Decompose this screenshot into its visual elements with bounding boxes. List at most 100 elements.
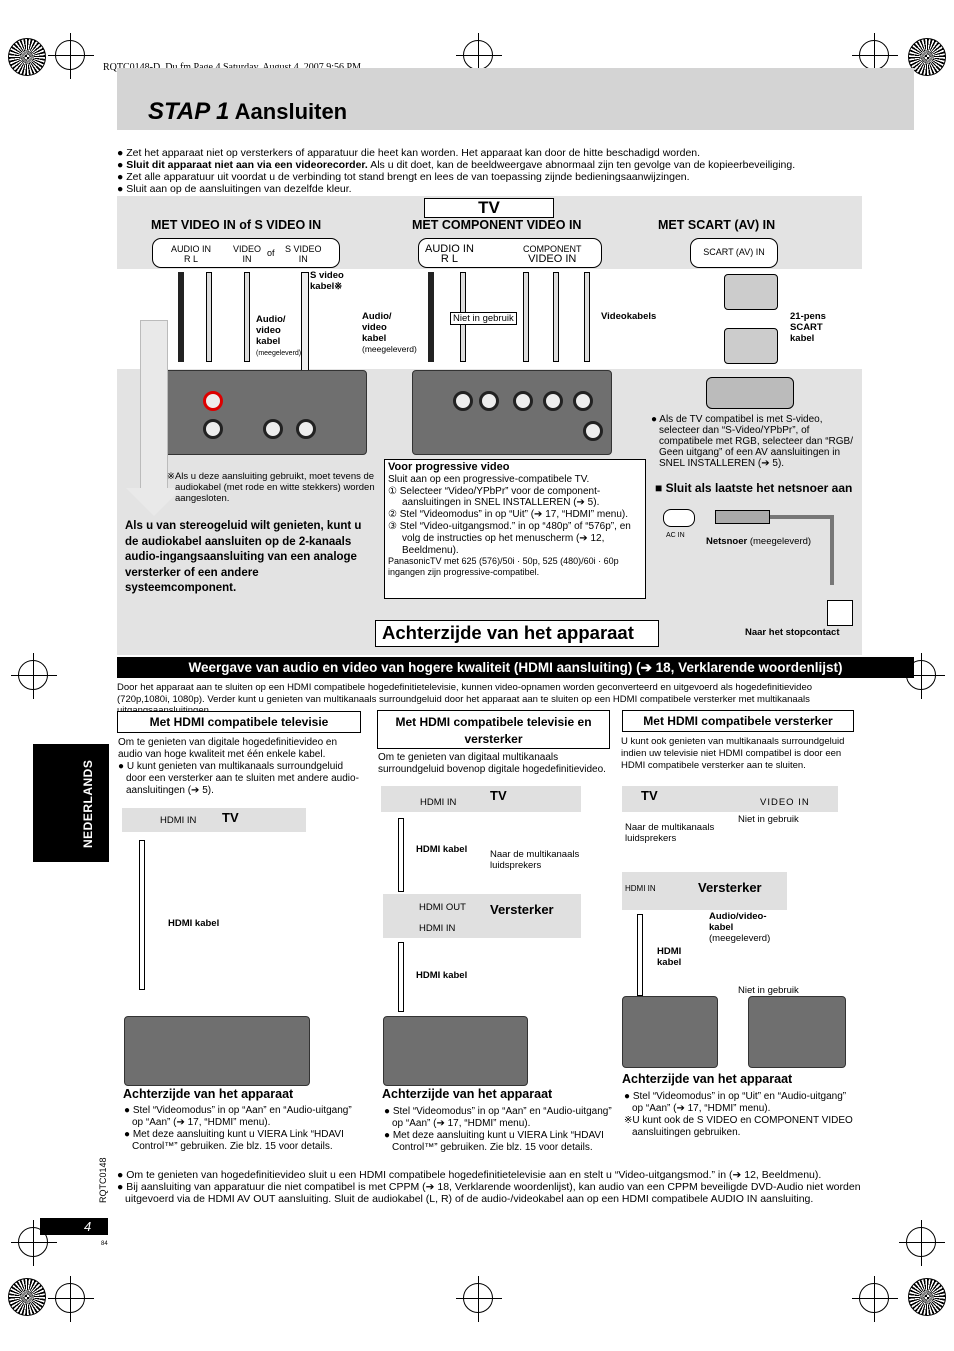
section-component-in: MET COMPONENT VIDEO IN (412, 218, 582, 232)
col1-hdmi-in: HDMI IN (160, 815, 197, 826)
col3-av-kabel: Audio/video-kabel(meegeleverd) (709, 911, 771, 944)
label-av-kabel-2: Audio/ video kabel(meegeleverd) (362, 311, 417, 354)
footer-notes: ● Om te genieten van hogedefinitievideo … (117, 1169, 861, 1205)
col3-rear-1 (622, 996, 718, 1068)
hdmi-col2-body: Om te genieten van digitaal multikanaals… (378, 752, 606, 775)
scart-socket (706, 377, 794, 409)
section-video-in: MET VIDEO IN of S VIDEO IN (151, 218, 322, 232)
scart-plug-top (724, 274, 778, 310)
crosshair-br (899, 1220, 945, 1266)
col3-hdmi-cable (637, 914, 643, 996)
label-niet-in-gebruik: Niet in gebruik (450, 312, 517, 325)
power-cord (770, 515, 830, 519)
label-ac-in: AC IN (666, 532, 685, 539)
col2-tv (381, 786, 581, 812)
col1-tv (122, 808, 306, 832)
power-cord-down (830, 515, 834, 585)
col1-notes: ● Stel “Videomodus” in op “Aan” en “Audi… (124, 1105, 352, 1152)
registration-burst-tr (908, 38, 946, 76)
col2-hdmi-cable-1 (398, 818, 404, 892)
crosshair-bc (456, 1276, 502, 1322)
col3-niet-2: Niet in gebruik (738, 985, 799, 996)
cable-c1 (428, 272, 434, 362)
label-netsnoer: Netsnoer (meegeleverd) (706, 536, 812, 547)
col2-notes: ● Stel “Videomodus” in op “Aan” en “Audi… (384, 1106, 612, 1153)
arrow-down-tip (126, 488, 182, 516)
hdmi-col2-head: Met HDMI compatibele televisie en verste… (377, 710, 610, 749)
power-plug (715, 510, 770, 524)
col2-rear (383, 1016, 528, 1086)
col3-rear-2 (748, 996, 846, 1068)
intro-list: ● Zet het apparaat niet op versterkers o… (117, 147, 796, 195)
label-stopcontact: Naar het stopcontact (745, 627, 840, 638)
registration-burst-tl (8, 38, 46, 76)
label-videokabels: Videokabels (601, 311, 657, 322)
section-scart-in: MET SCART (AV) IN (658, 218, 776, 232)
col1-hdmi-cable (139, 840, 145, 990)
progressive-box: Voor progressive video Sluit aan op een … (384, 459, 646, 599)
col3-hdmi-in: HDMI IN (625, 884, 656, 893)
small-number: 84 (101, 1241, 108, 1247)
page-number: 4 (40, 1218, 108, 1235)
hdmi-col1-body: Om te genieten van digitale hogedefiniti… (118, 737, 359, 796)
col2-hdmi-kabel-2: HDMI kabel (416, 970, 468, 981)
col2-hdmi-in2: HDMI IN (419, 923, 456, 934)
col3-rear-title: Achterzijde van het apparaat (622, 1072, 793, 1086)
col2-hdmi-cable-2 (398, 942, 404, 1012)
cable-1 (178, 272, 184, 362)
col1-hdmi-kabel: HDMI kabel (168, 918, 220, 929)
scart-note: ● Als de TV compatibel is met S-video, s… (651, 414, 853, 469)
hdmi-col1-head: Met HDMI compatibele televisie (117, 711, 361, 733)
cable-c5 (584, 272, 590, 362)
arrow-down-shaft (140, 320, 168, 490)
registration-burst-br (908, 1278, 946, 1316)
col1-tv-label: TV (222, 810, 239, 825)
cable-c4 (553, 272, 559, 362)
crosshair-tl (48, 33, 94, 79)
label-s-video-kabel: S video kabel※ (310, 270, 344, 292)
title-band (117, 68, 914, 130)
doc-code: RQTC0148 (98, 1157, 108, 1203)
s-video-note: ※Als u deze aansluiting gebruikt, moet t… (167, 471, 375, 504)
rear-title: Achterzijde van het apparaat (375, 620, 659, 647)
col2-multi: Naar de multikanaals luidsprekers (490, 849, 580, 871)
side-tab: NEDERLANDS (33, 744, 109, 862)
hdmi-col3-body: U kunt ook genieten van multikanaals sur… (621, 736, 845, 771)
col3-multi: Naar de multikanaals luidsprekers (625, 822, 715, 844)
hdmi-intro: Door het apparaat aan te sluiten op een … (117, 682, 813, 716)
label-av-kabel-1: Audio/ video kabel(meegeleverd) (256, 314, 302, 357)
wall-socket (827, 600, 853, 626)
crosshair-ml (11, 653, 57, 699)
registration-burst-bl (8, 1278, 46, 1316)
col3-tv-label: TV (641, 788, 658, 803)
crosshair-br2 (852, 1276, 898, 1322)
cable-2 (206, 272, 212, 362)
tv-label: TV (424, 198, 554, 218)
ac-in-socket (663, 509, 695, 527)
col2-hdmi-in: HDMI IN (420, 797, 457, 808)
rear-panel-1 (162, 370, 367, 455)
col3-notes: ● Stel “Videomodus” in op “Uit” en “Audi… (624, 1091, 853, 1138)
tv-scart-jack: SCART (AV) IN (690, 238, 778, 268)
scart-plug-bottom (724, 328, 778, 364)
label-scart-kabel: 21-pens SCART kabel (790, 311, 826, 344)
col2-hdmi-kabel-1: HDMI kabel (416, 844, 468, 855)
crosshair-tc (456, 33, 502, 79)
hdmi-col3-head: Met HDMI compatibele versterker (622, 710, 854, 732)
netsnoer-heading: ■ Sluit als laatste het netsnoer aan (655, 481, 853, 495)
col2-versterker: Versterker (490, 902, 554, 917)
col3-hdmi-kabel: HDMI kabel (657, 946, 682, 968)
file-header: RQTC0148-D_Du.fm Page 4 Saturday, August… (103, 62, 361, 73)
crosshair-bl2 (48, 1276, 94, 1322)
col3-versterker: Versterker (698, 880, 762, 895)
stereo-note: Als u van stereogeluid wilt genieten, ku… (125, 520, 362, 594)
col3-tv (622, 786, 838, 812)
col1-rear-title: Achterzijde van het apparaat (123, 1087, 294, 1101)
cable-3 (244, 272, 250, 362)
col3-video-in: VIDEO IN (760, 797, 810, 808)
crosshair-tr (852, 33, 898, 79)
col2-amp (383, 894, 581, 938)
crosshair-bl (11, 1220, 57, 1266)
col3-amp (622, 872, 787, 910)
